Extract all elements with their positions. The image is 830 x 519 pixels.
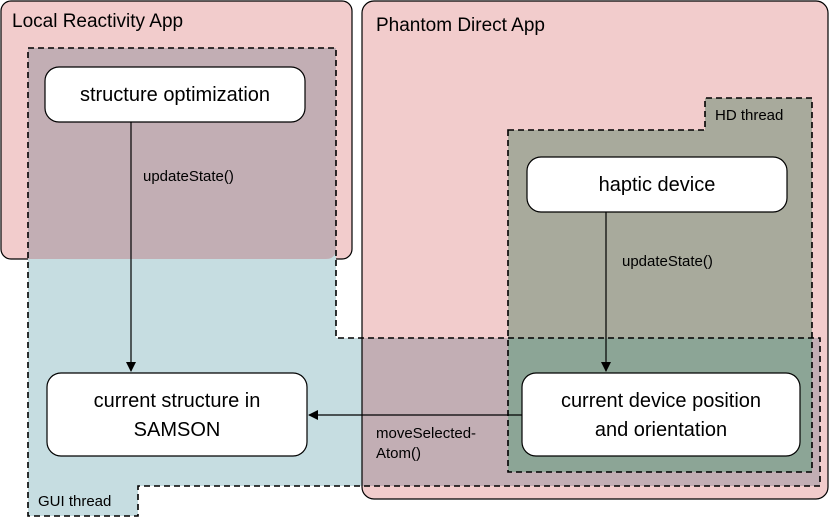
gui-thread-label: GUI thread — [38, 493, 111, 510]
update-state-label-right: updateState() — [622, 253, 713, 270]
node-current-device: current device position and orientation — [521, 372, 801, 457]
gui-thread-outline — [27, 47, 821, 517]
local-reactivity-app-title: Local Reactivity App — [12, 11, 183, 32]
node-current-structure-label-line1: current structure in — [94, 390, 261, 412]
node-current-device-label-line1: current device position — [561, 390, 761, 412]
node-haptic-device: haptic device — [526, 156, 788, 213]
move-selected-atom-label-line1: moveSelected- — [376, 425, 476, 442]
node-haptic-device-label: haptic device — [599, 174, 716, 196]
hd-thread-label: HD thread — [715, 107, 783, 124]
node-current-device-label-line2: and orientation — [595, 419, 727, 441]
node-current-structure-label-line2: SAMSON — [134, 419, 221, 441]
phantom-direct-app-title: Phantom Direct App — [376, 15, 545, 36]
node-current-structure: current structure in SAMSON — [46, 372, 308, 457]
phantom-direct-app-outline — [361, 0, 829, 500]
node-structure-optimization: structure optimization — [44, 66, 306, 123]
hd-thread-outline — [507, 97, 813, 473]
update-state-label-left: updateState() — [143, 168, 234, 185]
node-structure-optimization-label: structure optimization — [80, 84, 270, 106]
move-selected-atom-label-line2: Atom() — [376, 445, 421, 462]
